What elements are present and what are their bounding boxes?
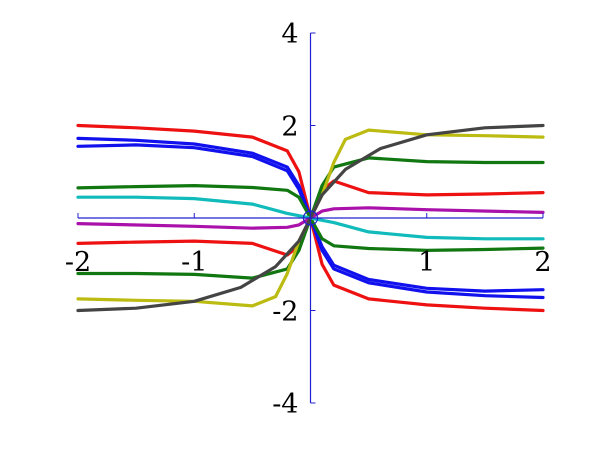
- y-tick-label: -2: [272, 297, 298, 328]
- x-tick-label: -1: [181, 247, 207, 278]
- origin-marker-layer: [302, 210, 319, 226]
- y-tick-label: 4: [281, 19, 298, 50]
- x-tick-label: 2: [534, 247, 551, 278]
- y-tick-label: -4: [272, 389, 298, 420]
- y-tick-label: 2: [281, 112, 298, 143]
- tick-labels: -2 -1 1 2 4 2 -2 -4: [65, 19, 552, 420]
- origin-marker: [302, 210, 319, 226]
- x-tick-label: 1: [418, 247, 435, 278]
- x-tick-label: -2: [65, 247, 91, 278]
- axes: [77, 32, 544, 404]
